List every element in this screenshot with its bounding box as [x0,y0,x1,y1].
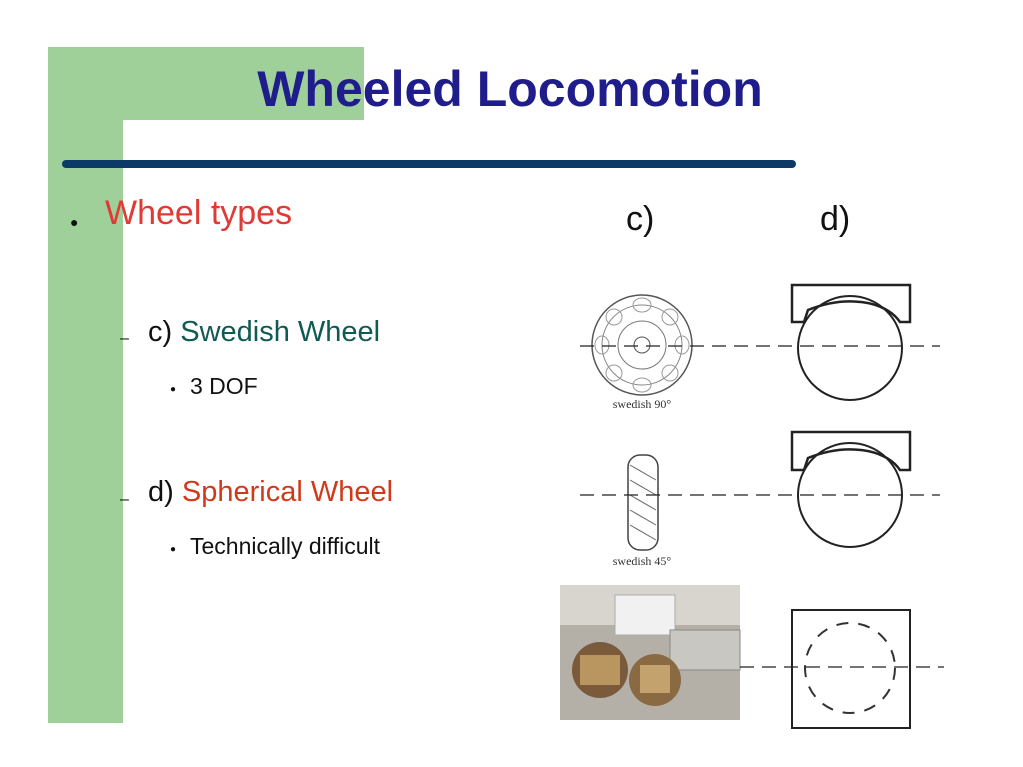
spherical-wheel-label: Spherical Wheel [181,476,394,508]
slide-title: Wheeled Locomotion [257,61,763,117]
bullet-dot: ● [170,544,177,555]
wheel-figure: swedish 90° swedish 45° [560,280,946,730]
bullet-swedish: c) Swedish Wheel [148,316,380,349]
spherical-wheel-bottom [791,609,911,729]
bullet-dot: ● [170,384,177,395]
dash-bullet: – [120,330,129,347]
swedish-45-wheel [627,454,659,551]
column-c-header: c) [626,200,655,238]
label-swedish-45: swedish 45° [613,554,672,568]
swedish-90-wheel [591,294,693,396]
spherical-wheel-middle [790,430,912,548]
title-underline [62,160,796,168]
dash-bullet: – [120,491,129,508]
sub-bullet-3dof: 3 DOF [190,373,258,399]
decorative-corner [123,120,183,180]
bullet-prefix-d: d) [148,476,174,508]
wheel-diagram: swedish 90° swedish 45° [560,283,944,729]
sub-bullet-difficult: Technically difficult [190,533,381,559]
robot-photo [560,585,741,720]
column-d-header: d) [820,200,851,238]
green-side-bar [48,47,123,723]
bullet-spherical: d) Spherical Wheel [148,476,393,509]
bullet-dot: ● [70,214,79,230]
bullet-wheel-types: Wheel types [105,194,293,232]
swedish-wheel-label: Swedish Wheel [180,316,381,348]
label-swedish-90: swedish 90° [613,397,672,411]
spherical-wheel-top [790,283,912,401]
bullet-prefix-c: c) [148,316,173,348]
